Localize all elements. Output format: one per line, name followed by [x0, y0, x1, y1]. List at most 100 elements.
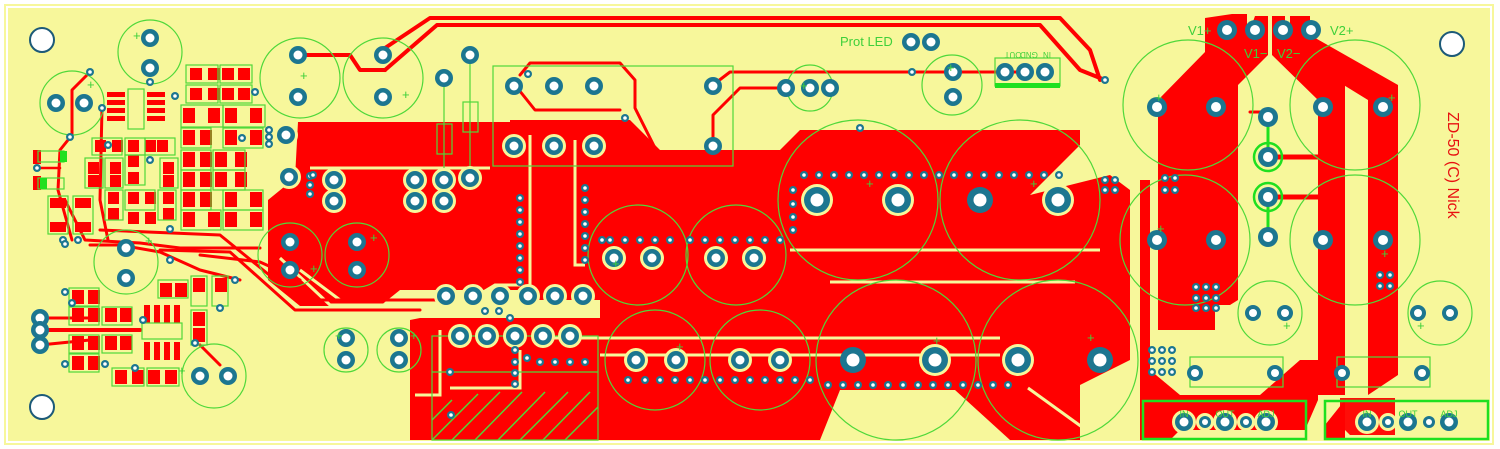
polarity-plus-mark: +: [1283, 318, 1291, 333]
via: [524, 70, 532, 78]
regulator-pin: [1254, 410, 1278, 434]
via: [989, 381, 997, 389]
via: [1148, 368, 1156, 376]
through-hole-pad: [704, 137, 722, 155]
regulator-pin: [1420, 413, 1438, 431]
through-hole-pad: [432, 189, 456, 213]
through-hole-pad: [31, 336, 49, 354]
via: [516, 242, 524, 250]
copper-pour-main: [268, 120, 1130, 440]
via: [516, 254, 524, 262]
via: [1158, 368, 1166, 376]
rail-pad: [1313, 97, 1333, 117]
via: [890, 171, 898, 179]
v1-minus-label: V1−: [1244, 46, 1268, 61]
through-hole-pad: [117, 269, 135, 287]
through-hole-pad: [503, 324, 527, 348]
via: [1168, 368, 1176, 376]
via: [581, 256, 589, 264]
via: [581, 232, 589, 240]
via: [656, 376, 664, 384]
through-hole-pad: [543, 284, 567, 308]
via: [446, 368, 454, 376]
via: [1055, 171, 1063, 179]
through-hole-pad: [390, 329, 408, 347]
rail-pad: [1373, 97, 1393, 117]
via: [1025, 171, 1033, 179]
capacitor-pad: [882, 184, 914, 216]
through-hole-pad: [434, 284, 458, 308]
via: [686, 236, 694, 244]
via: [1192, 283, 1200, 291]
via: [1168, 357, 1176, 365]
polarity-plus-mark: +: [335, 328, 343, 343]
regulator-pin: [1437, 410, 1461, 434]
via: [536, 358, 544, 366]
via: [606, 236, 614, 244]
via: [1376, 282, 1384, 290]
small-cap-pad: [1442, 305, 1458, 321]
via: [231, 276, 239, 284]
through-hole-pad: [922, 33, 940, 51]
small-cap-pad: [1187, 365, 1203, 381]
through-hole-pad: [348, 233, 366, 251]
via: [716, 376, 724, 384]
via: [731, 376, 739, 384]
through-hole-pad: [322, 168, 346, 192]
through-hole-pad: [502, 134, 526, 158]
via: [581, 208, 589, 216]
through-hole-pad: [374, 88, 392, 106]
via: [944, 381, 952, 389]
via: [74, 236, 82, 244]
rail-pad: [1301, 20, 1321, 40]
through-hole-pad: [141, 29, 159, 47]
via: [791, 376, 799, 384]
via: [166, 225, 174, 233]
through-hole-pad: [461, 46, 479, 64]
small-cap-pad: [1267, 365, 1283, 381]
through-hole-pad: [274, 123, 298, 147]
via: [908, 68, 916, 76]
through-hole-pad: [777, 79, 795, 97]
polarity-marks: ++++++++++++++++++++++++: [87, 28, 1425, 378]
via: [899, 381, 907, 389]
through-hole-pad: [505, 77, 523, 95]
via: [789, 226, 797, 234]
polarity-plus-mark: +: [145, 233, 153, 248]
through-hole-pad: [531, 324, 555, 348]
via: [974, 381, 982, 389]
via: [746, 376, 754, 384]
via: [641, 376, 649, 384]
via: [1111, 186, 1119, 194]
via: [1161, 186, 1169, 194]
via: [914, 381, 922, 389]
through-hole-pad: [117, 239, 135, 257]
via: [1158, 357, 1166, 365]
via: [33, 164, 41, 172]
via: [1192, 304, 1200, 312]
via: [1212, 294, 1220, 302]
through-hole-pad: [624, 348, 648, 372]
via: [671, 376, 679, 384]
via: [686, 376, 694, 384]
through-hole-pad: [542, 134, 566, 158]
via: [1168, 346, 1176, 354]
via: [265, 140, 273, 148]
via: [920, 171, 928, 179]
via: [306, 181, 314, 189]
via: [746, 236, 754, 244]
through-hole-pad: [374, 46, 392, 64]
through-hole-pad: [458, 166, 482, 190]
through-hole-pad: [191, 367, 209, 385]
via: [523, 354, 531, 362]
through-hole-pad: [664, 348, 688, 372]
through-hole-pad: [944, 63, 962, 81]
via: [511, 380, 519, 388]
through-hole-pad: [488, 284, 512, 308]
via: [86, 68, 94, 76]
reg1-in-label: IN: [1180, 409, 1189, 419]
polarity-plus-mark: +: [1381, 246, 1389, 261]
via: [1040, 171, 1048, 179]
via: [789, 200, 797, 208]
